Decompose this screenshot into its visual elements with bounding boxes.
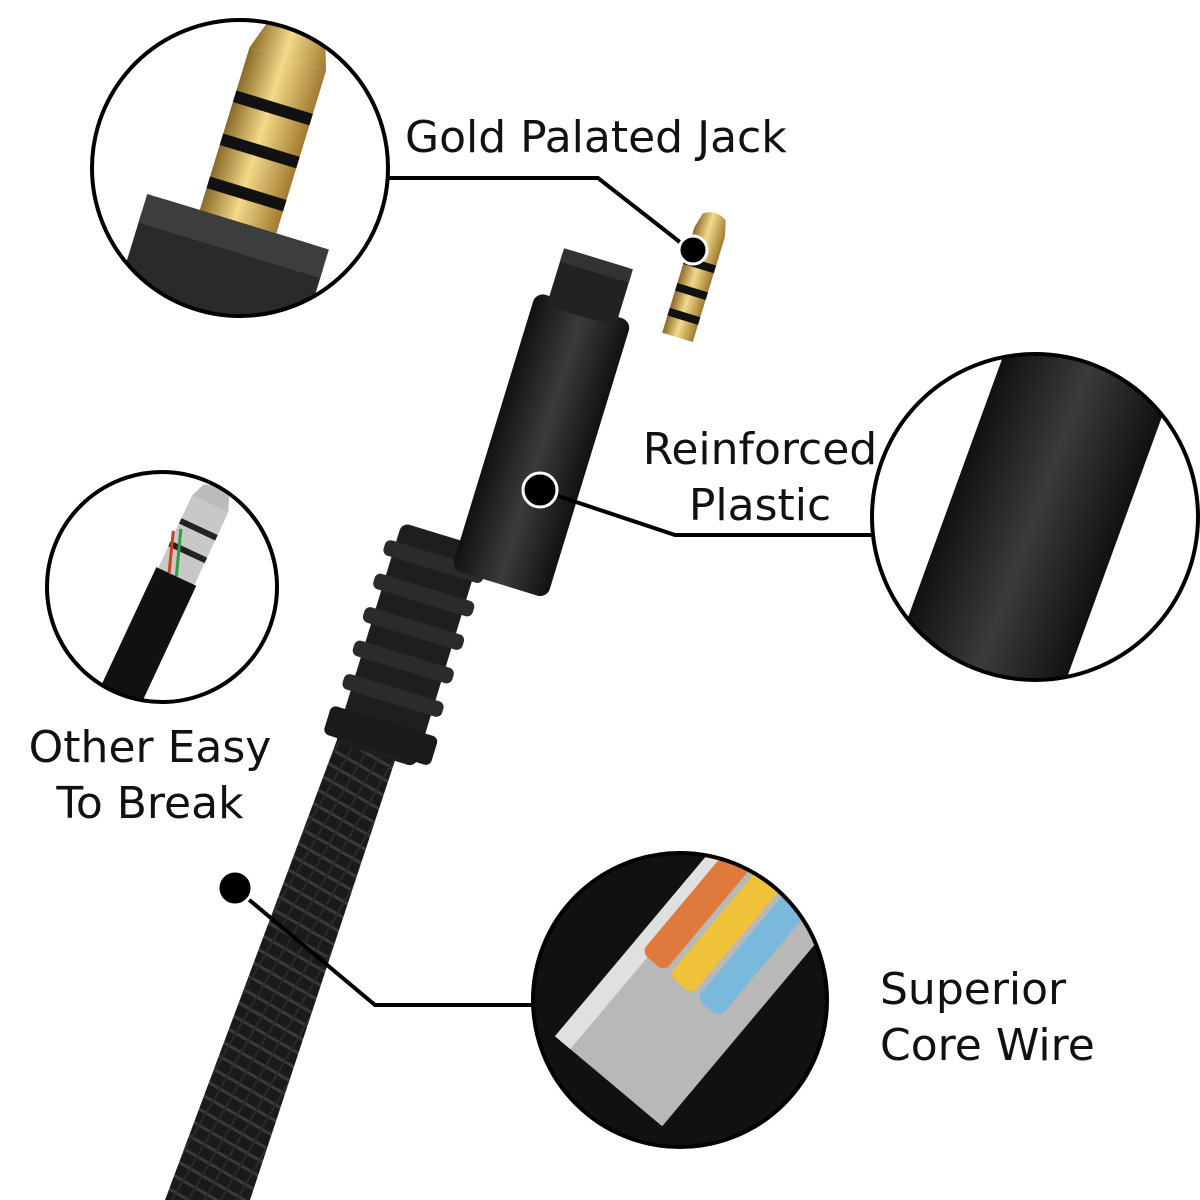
callout-break-line2: To Break bbox=[56, 778, 244, 829]
leader-line-jack bbox=[385, 176, 692, 252]
dot-cable bbox=[216, 869, 254, 907]
braided-cable bbox=[165, 705, 410, 1200]
leader-lines bbox=[233, 176, 872, 1007]
callout-gold-jack-text: Gold Palated Jack bbox=[405, 112, 787, 163]
strain-relief bbox=[324, 524, 485, 766]
dot-jack bbox=[677, 234, 709, 266]
callout-other-easy-to-break: Other Easy To Break bbox=[20, 720, 280, 832]
gold-jack-plug bbox=[662, 212, 726, 343]
callout-superior-core-wire: Superior Core Wire bbox=[880, 962, 1095, 1074]
callout-core-line2: Core Wire bbox=[880, 1020, 1095, 1071]
plastic-housing bbox=[453, 248, 633, 597]
callout-break-line1: Other Easy bbox=[28, 722, 272, 773]
leader-line-plastic bbox=[539, 488, 872, 537]
dot-plastic bbox=[521, 471, 559, 509]
callout-gold-jack: Gold Palated Jack bbox=[405, 110, 787, 166]
callout-plastic-line1: Reinforced bbox=[642, 424, 878, 475]
plastic-zoom-circle bbox=[870, 352, 1200, 682]
jack-zoom-circle bbox=[90, 18, 390, 318]
break-zoom-circle bbox=[45, 470, 279, 704]
leader-line-core bbox=[233, 886, 533, 1007]
callout-core-line1: Superior bbox=[880, 964, 1067, 1015]
callout-reinforced-plastic: Reinforced Plastic bbox=[630, 422, 890, 534]
main-cable bbox=[165, 212, 726, 1200]
core-zoom-circle bbox=[531, 851, 829, 1149]
callout-plastic-line2: Plastic bbox=[688, 480, 832, 531]
